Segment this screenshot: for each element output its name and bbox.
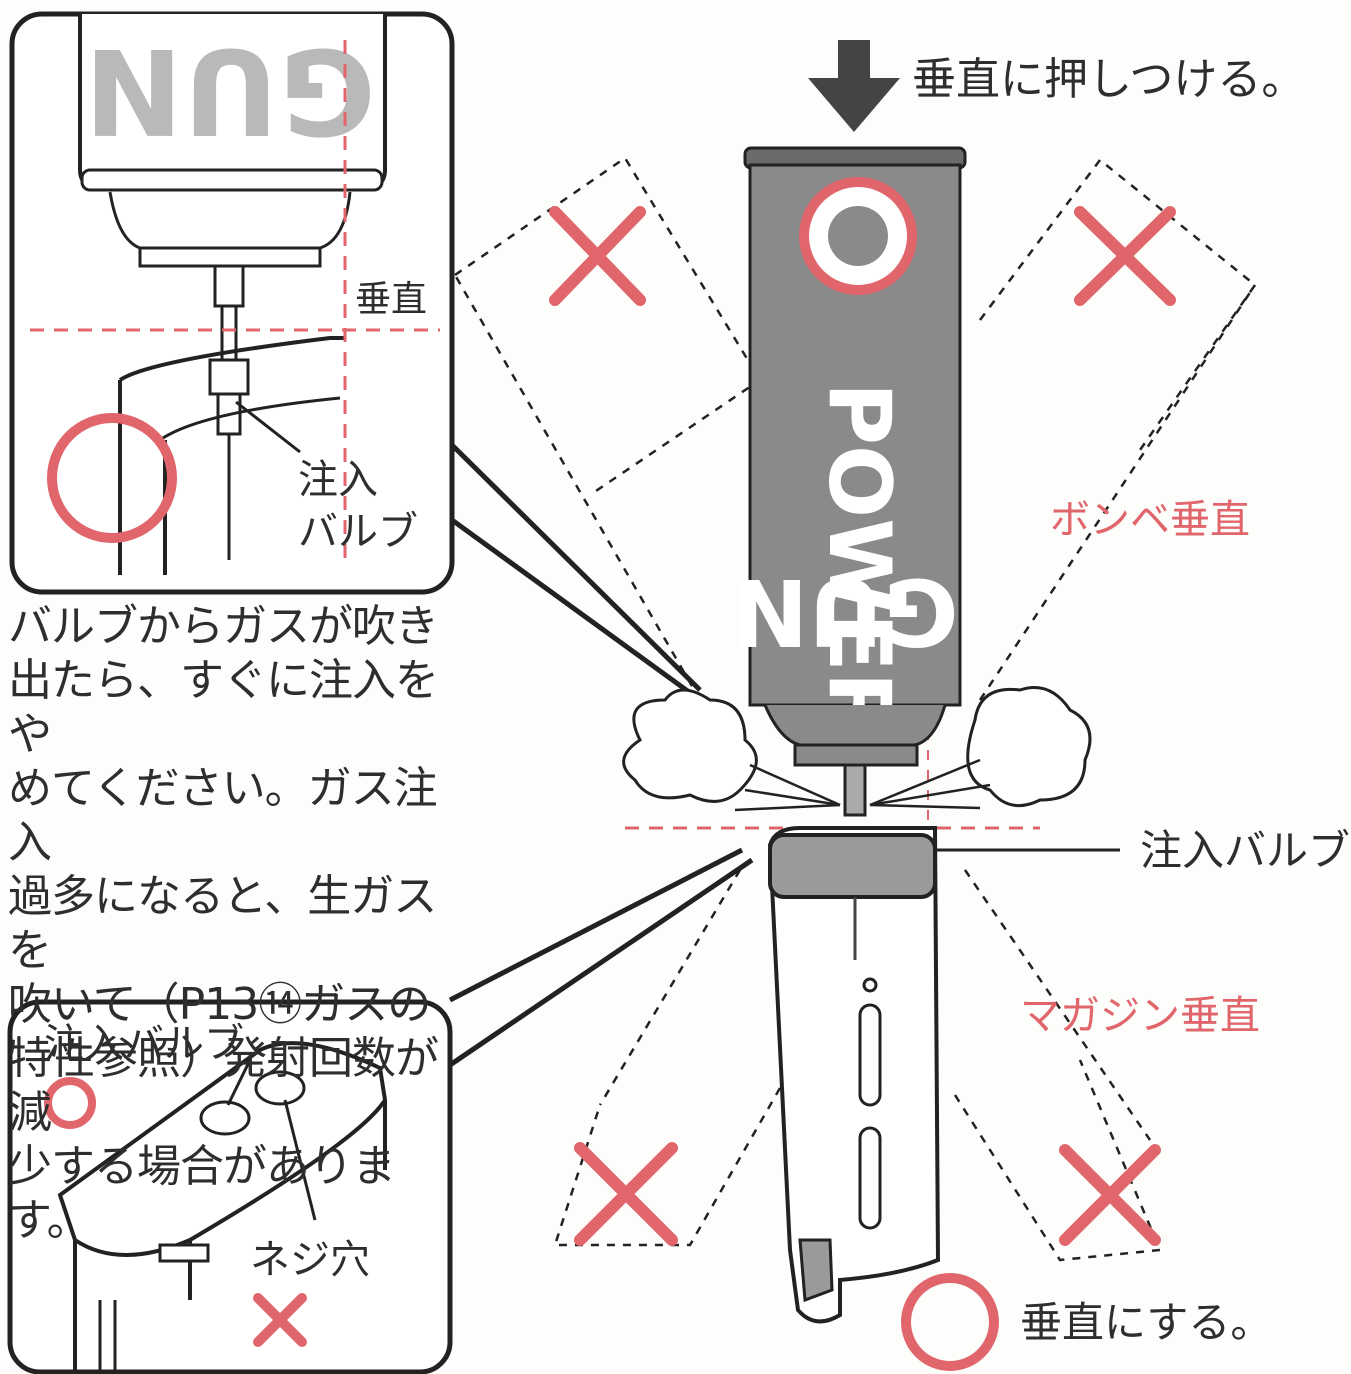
- gas-can: POWER GUN: [731, 40, 967, 817]
- gas-puff-left: [622, 688, 758, 803]
- screw-hole-label: ネジ穴: [250, 1237, 370, 1283]
- wrong-mark-bottom-right: [1059, 1144, 1161, 1246]
- bottom-inset-valve-label: 注入バルブ: [44, 1021, 244, 1067]
- can-brand-power: POWER: [809, 382, 909, 738]
- wrong-mark-top-left: [549, 206, 646, 306]
- press-arrow-icon: [808, 40, 900, 132]
- inset-valve-ok-mark: [44, 1077, 96, 1129]
- inset-valve-label-2: バルブ: [298, 509, 418, 555]
- inset-ok-mark: [47, 413, 177, 543]
- tilted-low-right-outline: [953, 1059, 1162, 1262]
- bottom-inset: [7, 999, 453, 1374]
- bombe-vertical-label: ボンベ垂直: [1050, 497, 1250, 543]
- magazine: [767, 826, 1120, 1324]
- tilted-right-outline: [979, 158, 1257, 451]
- inject-valve-label: 注入バルブ: [1140, 826, 1351, 875]
- tilted-left-outline: [454, 156, 762, 497]
- can-brand-gun: GUN: [731, 558, 958, 665]
- inset-screw-hole: [254, 1070, 306, 1106]
- inset-vertical-label: 垂直: [355, 279, 428, 320]
- inset-can-brand: GUN: [84, 22, 375, 160]
- caution-note: バルブからガスが吹き 出たら、すぐに注入をや めてください。ガス注入 過多になる…: [8, 601, 439, 1246]
- press-vertical-label: 垂直に押しつける。: [912, 54, 1306, 105]
- magazine-vertical-label: マガジン垂直: [1020, 993, 1260, 1039]
- inset-valve-label-1: 注入: [298, 457, 378, 503]
- inset-valve-hole: [199, 1100, 251, 1136]
- make-vertical-label: 垂直にする。: [1020, 1298, 1273, 1347]
- tilted-low-left-outline: [553, 1087, 782, 1247]
- gas-puff-right: [966, 686, 1092, 808]
- top-inset: GUN: [9, 11, 455, 595]
- wrong-mark-top-right: [1074, 206, 1176, 306]
- wrong-mark-bottom-left: [574, 1142, 678, 1246]
- correct-mark-bottom: [901, 1273, 999, 1371]
- inset-screw-ng-mark: [253, 1293, 307, 1347]
